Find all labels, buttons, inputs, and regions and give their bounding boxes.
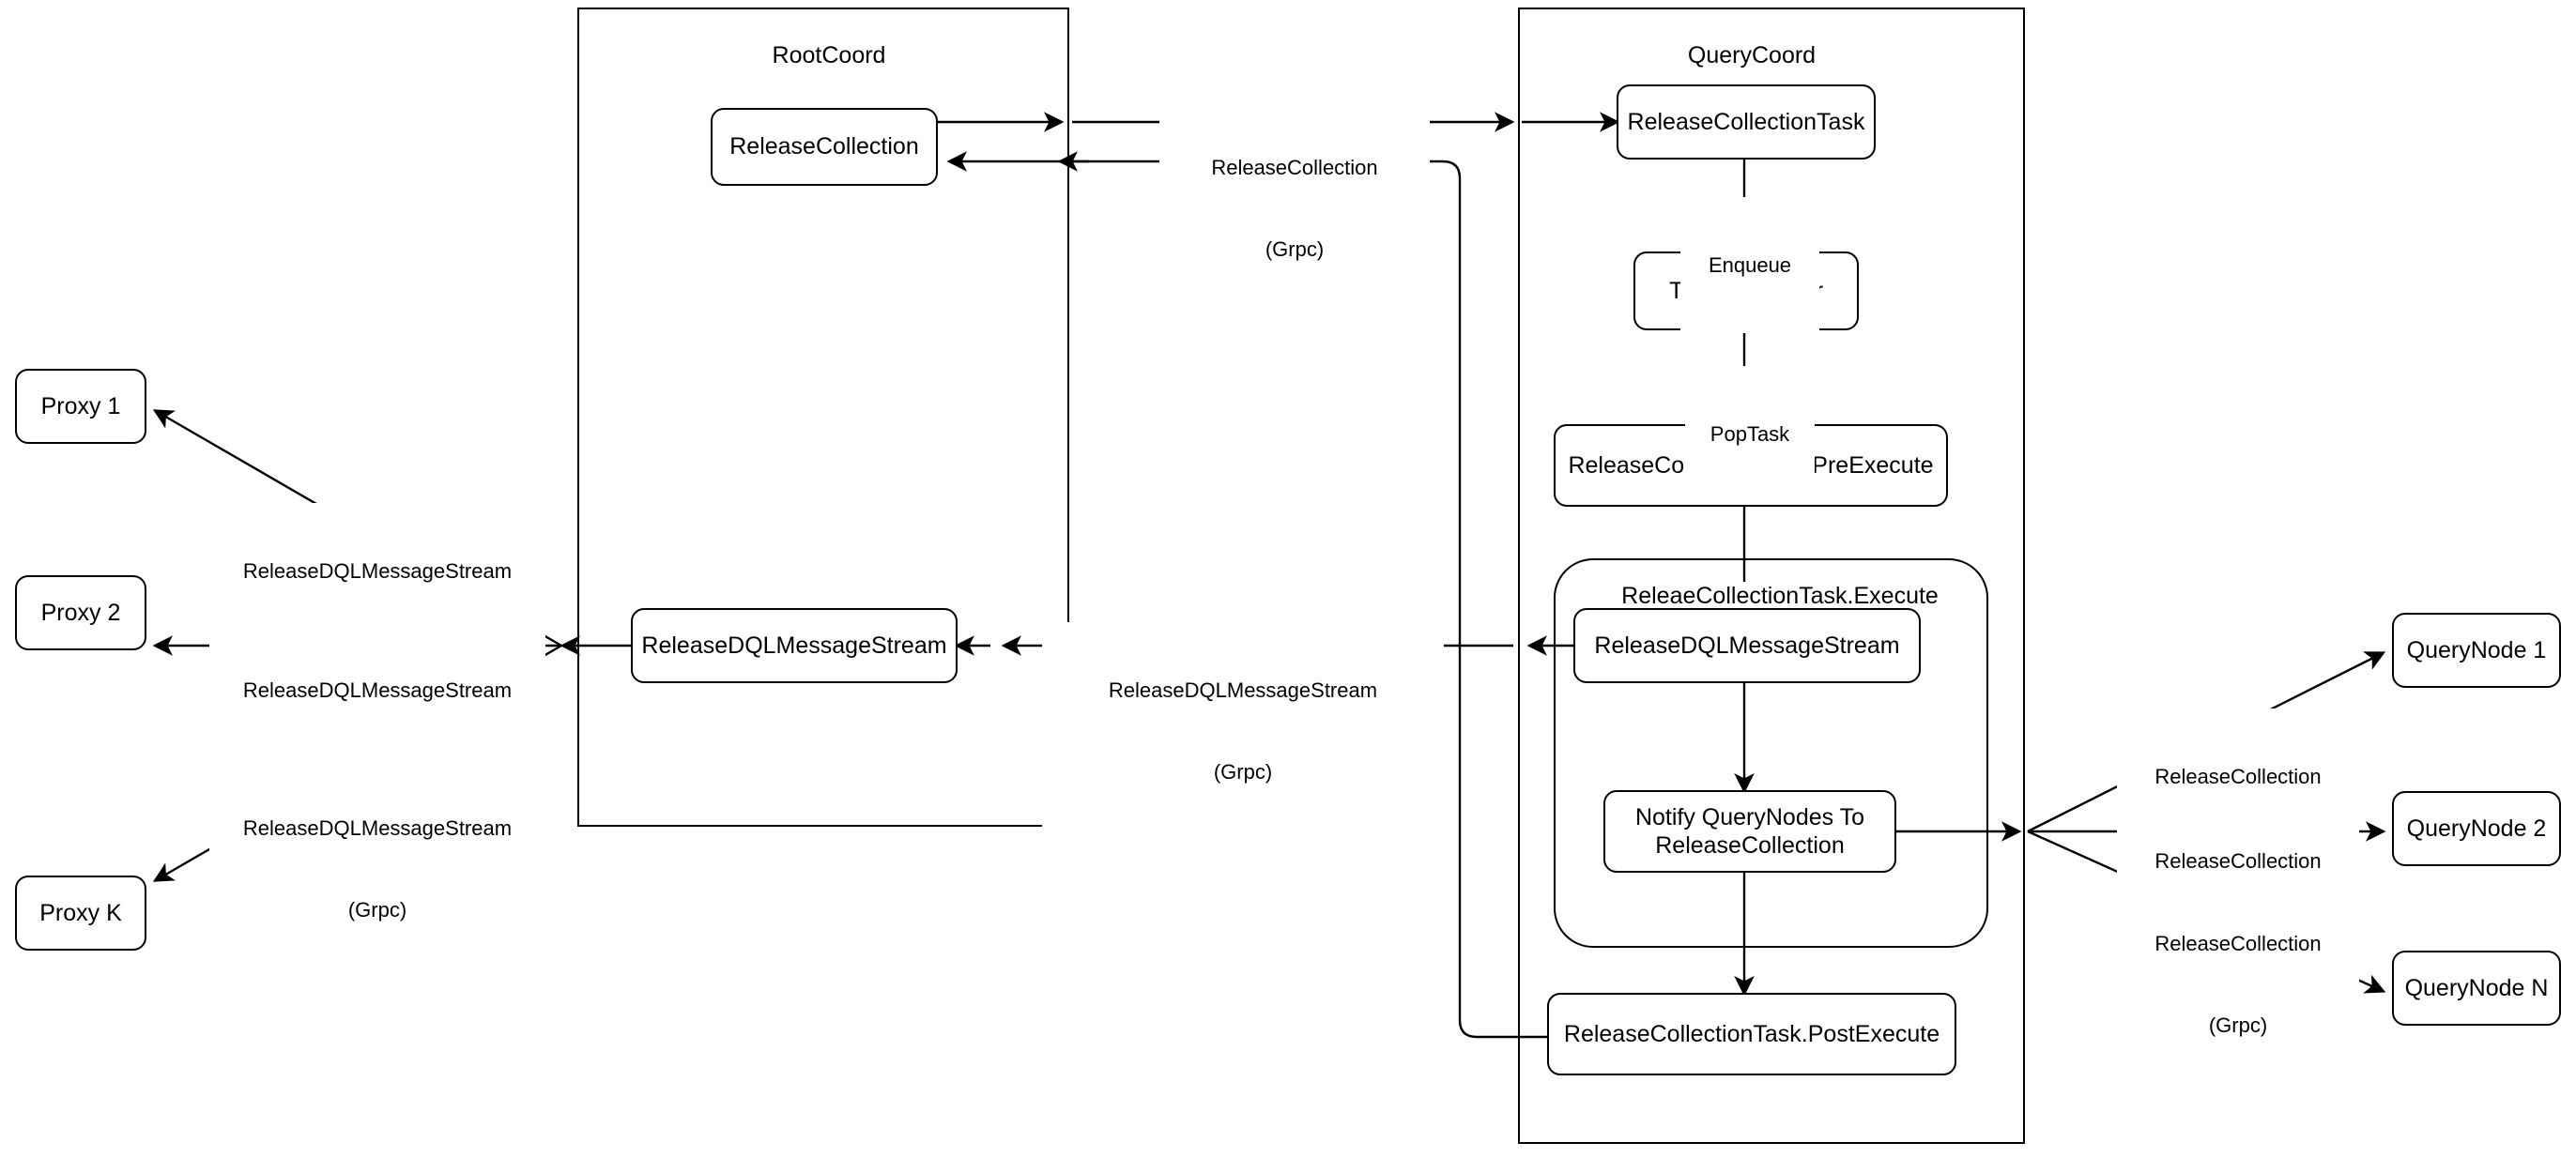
- node-querynode-1[interactable]: QueryNode 1: [2392, 613, 2561, 688]
- node-release-collection-task[interactable]: ReleaseCollectionTask: [1617, 84, 1876, 160]
- node-proxy-2[interactable]: Proxy 2: [15, 575, 146, 650]
- notify-line-2: ReleaseCollection: [1655, 832, 1845, 859]
- edge-label-release-dql-grpc-middle: ReleaseDQLMessageStream (Grpc): [1042, 622, 1444, 841]
- edge-label-querynode-n-release-collection-grpc: ReleaseCollection (Grpc): [2117, 876, 2359, 1094]
- node-exec-release-dql-message-stream[interactable]: ReleaseDQLMessageStream: [1573, 608, 1921, 683]
- node-querynode-n[interactable]: QueryNode N: [2392, 951, 2561, 1026]
- container-rootcoord-title: RootCoord: [704, 41, 954, 69]
- edge-label-release-collection-grpc: ReleaseCollection (Grpc): [1159, 99, 1430, 318]
- node-root-release-collection[interactable]: ReleaseCollection: [711, 108, 938, 186]
- node-querynode-2[interactable]: QueryNode 2: [2392, 791, 2561, 866]
- edge-label-proxy-k-release-dql-grpc: ReleaseDQLMessageStream (Grpc): [209, 760, 545, 979]
- container-querycoord-title: QueryCoord: [1652, 41, 1851, 69]
- notify-line-1: Notify QueryNodes To: [1634, 803, 1865, 830]
- node-post-execute[interactable]: ReleaseCollectionTask.PostExecute: [1547, 993, 1956, 1075]
- edge-label-enqueue: Enqueue: [1680, 197, 1819, 334]
- container-execute-title: ReleaeCollectionTask.Execute: [1577, 582, 1983, 610]
- container-execute: [1554, 558, 1988, 948]
- container-rootcoord: [577, 8, 1069, 827]
- node-root-release-dql-message-stream[interactable]: ReleaseDQLMessageStream: [631, 608, 958, 683]
- container-querycoord: [1518, 8, 2025, 1144]
- edge-label-poptask: PopTask: [1685, 366, 1815, 503]
- node-proxy-k[interactable]: Proxy K: [15, 876, 146, 951]
- node-notify-querynodes-to-release-collection[interactable]: Notify QueryNodes To ReleaseCollection: [1603, 790, 1896, 873]
- node-proxy-1[interactable]: Proxy 1: [15, 369, 146, 444]
